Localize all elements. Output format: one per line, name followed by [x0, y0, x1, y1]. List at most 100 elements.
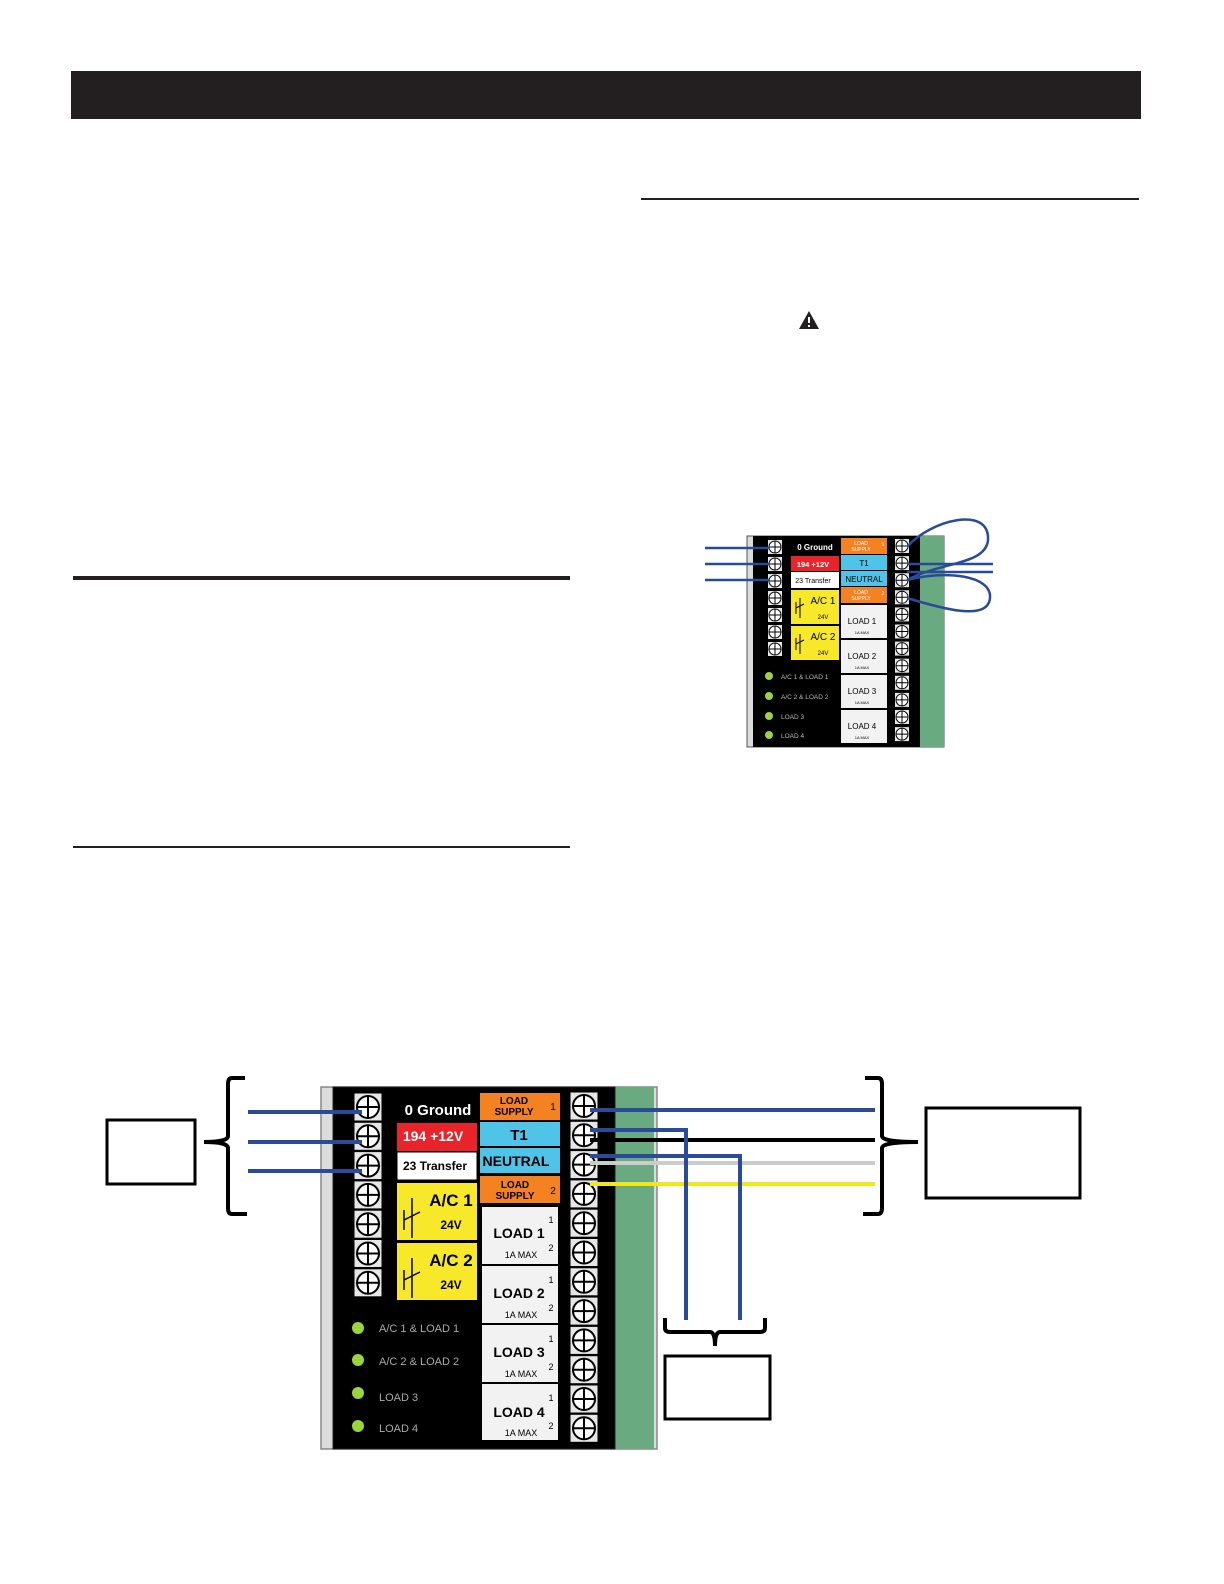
screw-terminal-icon — [569, 1413, 599, 1443]
load-supply-1-num: 1 — [550, 1102, 556, 1113]
screw-terminal-icon — [569, 1208, 599, 1238]
load-supply-2-num: 2 — [550, 1186, 556, 1197]
screw-terminal-icon — [894, 674, 910, 691]
load-3-label: LOAD 3 — [493, 1344, 545, 1360]
led-indicator-icon — [352, 1354, 364, 1366]
led-label-3: LOAD 3 — [379, 1392, 418, 1404]
section-rule-right — [641, 198, 1139, 200]
led-indicator-icon — [352, 1420, 364, 1432]
relay-contact-icon — [403, 1258, 421, 1298]
right-label-column: LOAD SUPPLY 1 T1 NEUTRAL LOAD SUPPLY 2 L… — [480, 1093, 560, 1440]
small-load-supply-1-num: 1 — [882, 542, 885, 548]
screw-terminal-icon — [894, 589, 910, 606]
small-wiring-diagram: 0 Ground 194 +12V 23 Transfer A/C 1 24V … — [705, 518, 993, 748]
small-label-12v: 194 +12V — [797, 560, 829, 569]
ac1-label: A/C 1 — [429, 1191, 472, 1210]
load-4-label: LOAD 4 — [493, 1404, 545, 1420]
screw-terminal-icon — [569, 1120, 599, 1150]
label-12v: 194 +12V — [403, 1128, 464, 1144]
screw-terminal-icon — [767, 624, 783, 640]
bottom-device-box — [663, 1354, 772, 1421]
screw-terminal-icon — [353, 1209, 383, 1239]
screw-terminal-icon — [894, 709, 910, 725]
small-neutral-label: NEUTRAL — [845, 575, 883, 584]
label-transfer: 23 Transfer — [403, 1159, 467, 1173]
screw-terminal-icon — [767, 641, 783, 657]
led-indicator-icon — [352, 1387, 364, 1399]
screw-terminal-icon — [353, 1092, 383, 1122]
small-load-3-label: LOAD 3 — [848, 687, 877, 696]
neutral-label: NEUTRAL — [483, 1153, 550, 1169]
small-right-terminals — [894, 538, 910, 743]
small-load-1-label: LOAD 1 — [848, 617, 877, 626]
led-label-1: A/C 1 & LOAD 1 — [379, 1323, 459, 1335]
small-led-label-2: A/C 2 & LOAD 2 — [781, 694, 829, 701]
screw-terminal-icon — [569, 1296, 599, 1326]
small-t1-label: T1 — [859, 559, 869, 568]
small-ac1-label: A/C 1 — [810, 596, 835, 607]
led-indicator-icon — [352, 1322, 364, 1334]
small-ac2-label: A/C 2 — [810, 632, 835, 643]
load-3-rating: 1A MAX — [505, 1369, 538, 1379]
load-1-rating: 1A MAX — [505, 1250, 538, 1260]
load-1-pin2: 2 — [548, 1243, 553, 1253]
load-1-pin1: 1 — [548, 1215, 553, 1225]
screw-terminal-icon — [894, 726, 910, 743]
small-load-2-rating: 1A MAX — [855, 665, 870, 670]
small-load-2-label: LOAD 2 — [848, 652, 877, 661]
led-label-2: A/C 2 & LOAD 2 — [379, 1356, 459, 1368]
screw-terminal-icon — [569, 1267, 599, 1297]
small-led-label-1: A/C 1 & LOAD 1 — [781, 674, 829, 681]
screw-terminal-icon — [767, 539, 783, 555]
left-brace — [203, 1076, 247, 1216]
small-label-transfer: 23 Transfer — [795, 578, 831, 585]
load-3-pin2: 2 — [548, 1362, 553, 1372]
led-indicator-icon — [765, 692, 773, 700]
ac2-label: A/C 2 — [429, 1251, 472, 1270]
left-device-box — [105, 1118, 197, 1186]
small-load-supply-2-num: 2 — [882, 591, 885, 597]
screw-terminal-icon — [569, 1091, 599, 1121]
label-ground: 0 Ground — [405, 1102, 472, 1119]
led-panel: A/C 1 & LOAD 1 A/C 2 & LOAD 2 LOAD 3 LOA… — [340, 1305, 480, 1445]
wires — [248, 1108, 875, 1320]
screw-terminal-icon — [569, 1238, 599, 1267]
screw-terminal-icon — [569, 1384, 599, 1414]
section-rule-left-1 — [73, 576, 570, 580]
header-bar — [71, 71, 1141, 119]
left-screw-terminals — [353, 1092, 383, 1298]
ac2-voltage: 24V — [440, 1278, 461, 1292]
left-label-column: 0 Ground 194 +12V 23 Transfer A/C 1 24V … — [396, 1094, 478, 1300]
load-supply-2-line1: LOAD — [501, 1180, 529, 1191]
screw-terminal-icon — [894, 606, 910, 623]
small-led-label-4: LOAD 4 — [781, 733, 805, 740]
small-load-4-rating: 1A MAX — [855, 735, 870, 740]
screw-terminal-icon — [569, 1325, 599, 1355]
small-ac1-voltage: 24V — [818, 615, 829, 621]
small-label-ground: 0 Ground — [797, 543, 833, 552]
screw-terminal-icon — [353, 1239, 383, 1268]
relay-contact-icon — [403, 1198, 421, 1238]
small-load-4-label: LOAD 4 — [848, 722, 877, 731]
load-4-pin1: 1 — [548, 1393, 553, 1403]
small-load-supply-1-l1: LOAD — [854, 541, 868, 547]
screw-terminal-icon — [353, 1121, 383, 1151]
led-indicator-icon — [765, 731, 773, 739]
small-ac2-voltage: 24V — [818, 651, 829, 657]
load-2-rating: 1A MAX — [505, 1310, 538, 1320]
bottom-brace — [663, 1318, 767, 1347]
load-supply-1-line2: SUPPLY — [494, 1107, 533, 1118]
screw-terminal-icon — [353, 1180, 383, 1210]
small-load-supply-2-l1: LOAD — [854, 590, 868, 596]
warning-triangle-icon — [799, 311, 819, 329]
screw-terminal-icon — [353, 1151, 383, 1181]
load-1-label: LOAD 1 — [493, 1225, 545, 1241]
small-load-1-rating: 1A MAX — [855, 630, 870, 635]
small-load-3-rating: 1A MAX — [855, 700, 870, 705]
led-indicator-icon — [765, 712, 773, 720]
ac1-voltage: 24V — [440, 1218, 461, 1232]
load-2-pin1: 1 — [548, 1275, 553, 1285]
small-load-supply-1-l2: SUPPLY — [851, 547, 871, 553]
load-2-pin2: 2 — [548, 1303, 553, 1313]
led-indicator-icon — [765, 672, 773, 680]
